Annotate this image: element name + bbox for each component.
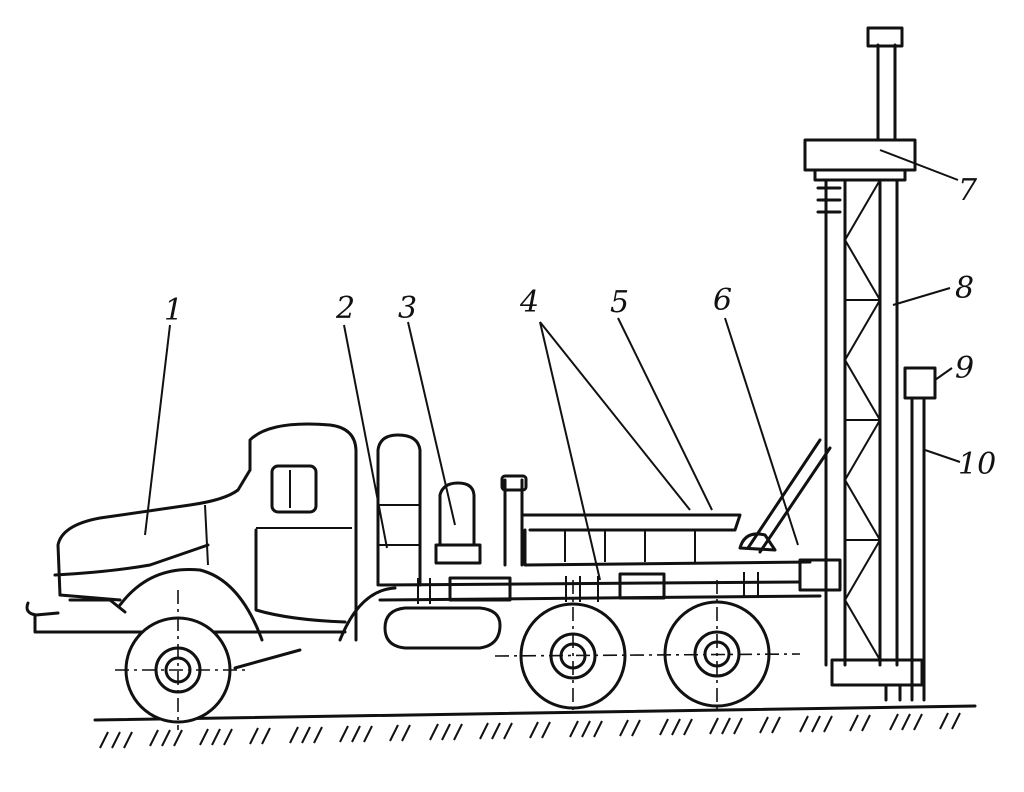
callout-3: 3 — [398, 291, 417, 326]
callout-7: 7 — [958, 173, 978, 208]
callout-labels: 1 2 3 4 5 6 7 8 9 10 — [164, 173, 996, 482]
callout-9: 9 — [955, 351, 974, 386]
callout-6: 6 — [713, 283, 732, 318]
truck — [25, 422, 397, 642]
callout-1: 1 — [164, 293, 183, 328]
callout-2: 2 — [335, 291, 355, 326]
callout-4: 4 — [519, 285, 539, 320]
wheels — [115, 580, 801, 730]
ground — [93, 704, 977, 749]
callout-10: 10 — [958, 447, 996, 482]
drilling-mast — [803, 26, 937, 702]
leader-lines — [144, 149, 961, 581]
callout-5: 5 — [610, 285, 629, 320]
chassis-equipment — [376, 433, 842, 650]
callout-8: 8 — [955, 271, 974, 306]
